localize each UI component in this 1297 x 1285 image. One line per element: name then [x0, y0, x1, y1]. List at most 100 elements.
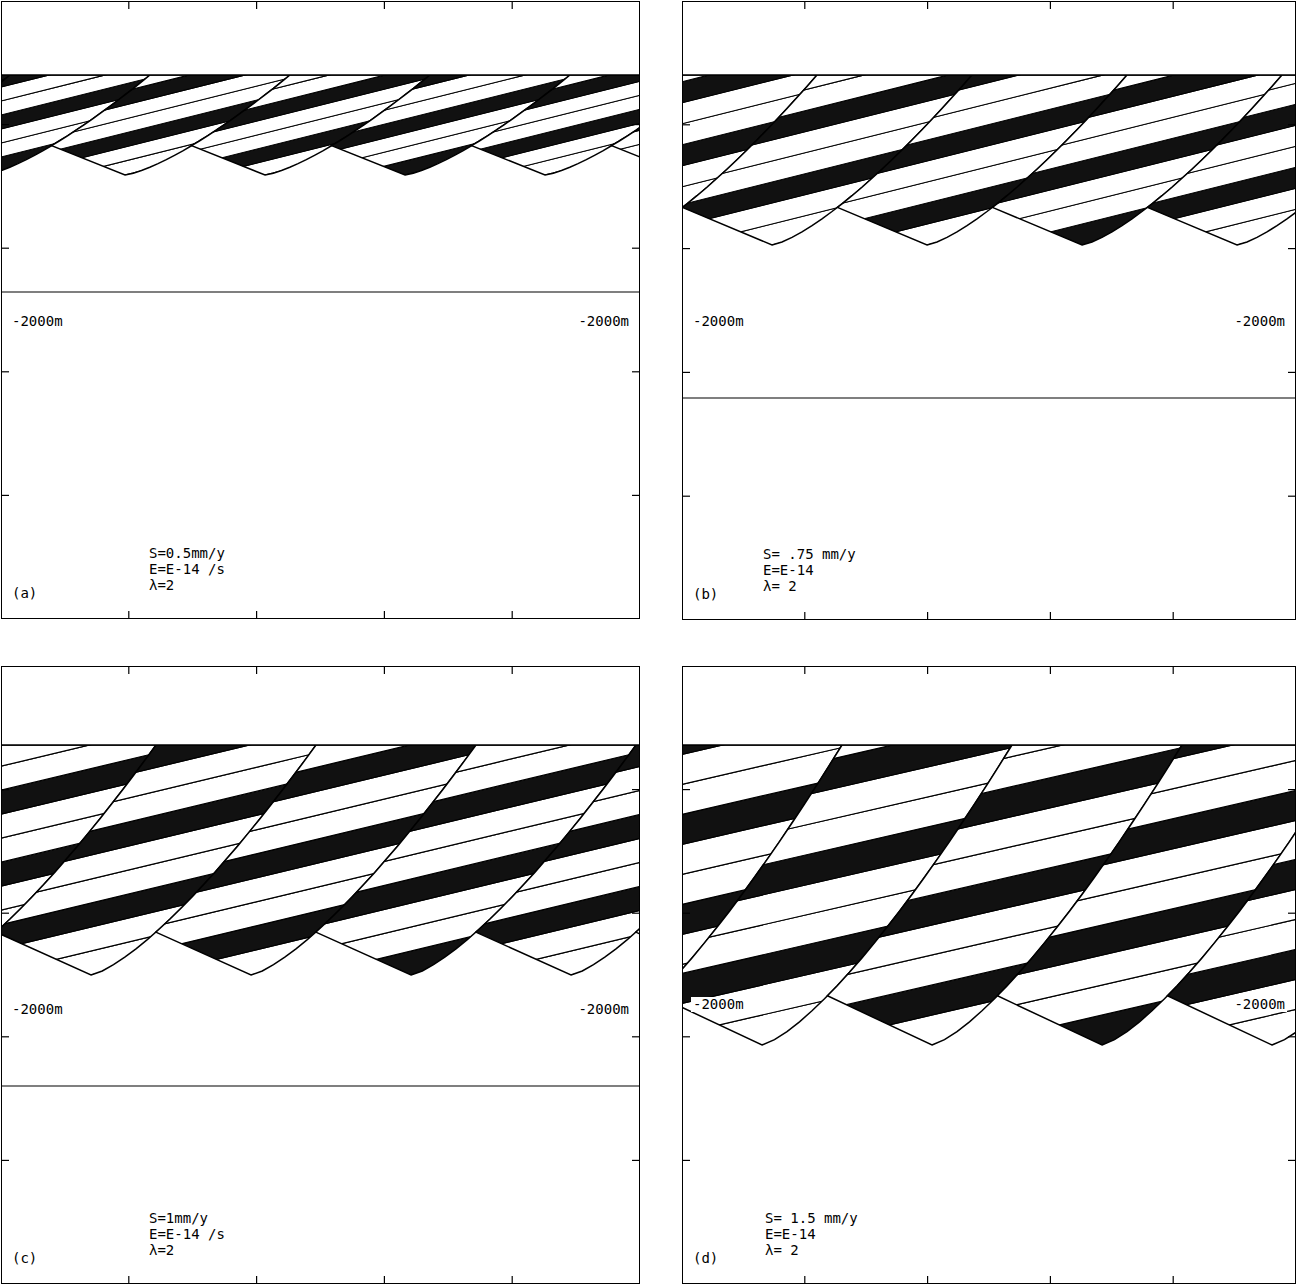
tick: [128, 1276, 129, 1284]
layer-band: [625, 147, 640, 267]
layer-band: [345, 75, 640, 113]
tick: [1050, 1, 1051, 9]
layer-band: [1212, 884, 1296, 1038]
layer-band: [1022, 75, 1296, 194]
layer-band: [1177, 75, 1296, 215]
tick: [512, 666, 513, 674]
figure-panel: -2000m-2000mS= .75 mm/yE=E-14λ= 2(b): [682, 1, 1296, 620]
fault-outline: [1147, 75, 1296, 245]
tick: [512, 611, 513, 619]
depth-label: -2000m: [1232, 997, 1287, 1012]
tick: [632, 1036, 640, 1037]
layer-band: [625, 75, 640, 141]
tick: [384, 1, 385, 9]
layer-band: [345, 75, 640, 99]
layer-band: [485, 75, 640, 141]
layer-band: [191, 745, 640, 788]
tick: [256, 1276, 257, 1284]
depth-label: -2000m: [691, 997, 746, 1012]
fault-blocks: [1, 75, 640, 267]
layer-band: [351, 763, 640, 908]
layer-band: [485, 75, 640, 169]
layer-band: [511, 859, 640, 1004]
layer-band: [191, 955, 640, 1100]
layer-band: [682, 222, 722, 362]
tick: [804, 666, 805, 674]
layer-band: [345, 75, 640, 85]
tick: [682, 1160, 690, 1161]
layer-band: [625, 75, 640, 155]
surface-line: [682, 74, 1296, 76]
tick: [1050, 612, 1051, 620]
tick: [632, 371, 640, 372]
layer-band: [1177, 75, 1296, 152]
fault-blocks: [682, 75, 1296, 362]
tick: [632, 495, 640, 496]
tick: [1, 124, 9, 125]
layer-band: [511, 907, 640, 1052]
layer-band: [511, 883, 640, 1028]
layer-band: [1042, 1034, 1296, 1188]
panel-letter: (c): [10, 1251, 39, 1266]
layer-band: [1042, 824, 1296, 978]
surface-line: [682, 744, 1296, 746]
figure-panel: -2000m-2000mS=0.5mm/yE=E-14 /sλ=2(a): [1, 1, 640, 619]
slip-rate-label: S= 1.5 mm/y: [763, 1211, 860, 1226]
layer-band: [485, 147, 640, 267]
layer-band: [872, 1034, 1296, 1188]
layer-band: [625, 75, 640, 183]
tick: [632, 913, 640, 914]
panel-letter: (b): [691, 587, 720, 602]
stratified-block: [1042, 745, 1296, 1188]
tick: [682, 913, 690, 914]
tick: [256, 611, 257, 619]
tick: [927, 1276, 928, 1284]
layer-band: [702, 745, 1242, 768]
layer-band: [702, 1034, 1242, 1188]
layer-band: [1212, 745, 1296, 858]
tick: [1, 1036, 9, 1037]
layer-band: [1177, 159, 1296, 299]
stratified-block: [511, 745, 640, 1100]
tick: [1288, 1036, 1296, 1037]
layer-band: [1212, 794, 1296, 948]
layer-band: [345, 147, 640, 267]
tick: [632, 1160, 640, 1161]
strain-rate-label: E=E-14: [763, 1227, 818, 1242]
fault-blocks: [1, 745, 640, 1100]
tick: [1, 1160, 9, 1161]
layer-band: [1212, 745, 1296, 888]
layer-band: [31, 745, 536, 764]
layer-band: [1042, 745, 1296, 888]
fault-outline: [1167, 745, 1296, 1045]
depth-label: -2000m: [576, 1002, 631, 1017]
strain-rate-label: E=E-14: [761, 563, 816, 578]
layer-band: [485, 105, 640, 225]
layer-band: [682, 1034, 902, 1188]
layer-band: [872, 745, 1296, 828]
layer-band: [191, 745, 640, 812]
tick: [632, 124, 640, 125]
tick: [682, 124, 690, 125]
layer-band: [1, 147, 350, 267]
layer-band: [485, 119, 640, 239]
tick: [927, 666, 928, 674]
depth-label: -2000m: [691, 314, 746, 329]
tick: [512, 1, 513, 9]
depth-label: -2000m: [576, 314, 631, 329]
layer-band: [1042, 745, 1296, 858]
tick: [1288, 496, 1296, 497]
stratified-block: [1177, 75, 1296, 362]
layer-band: [1022, 75, 1296, 89]
tick: [1173, 1276, 1174, 1284]
tick: [384, 611, 385, 619]
stratified-block: [625, 75, 640, 267]
layer-band: [191, 745, 640, 836]
layer-band: [1, 955, 56, 1100]
layer-band: [191, 745, 640, 764]
lambda-label: λ= 2: [763, 1243, 801, 1258]
tick: [1, 495, 9, 496]
layer-band: [1, 955, 376, 1100]
layer-band: [511, 787, 640, 932]
